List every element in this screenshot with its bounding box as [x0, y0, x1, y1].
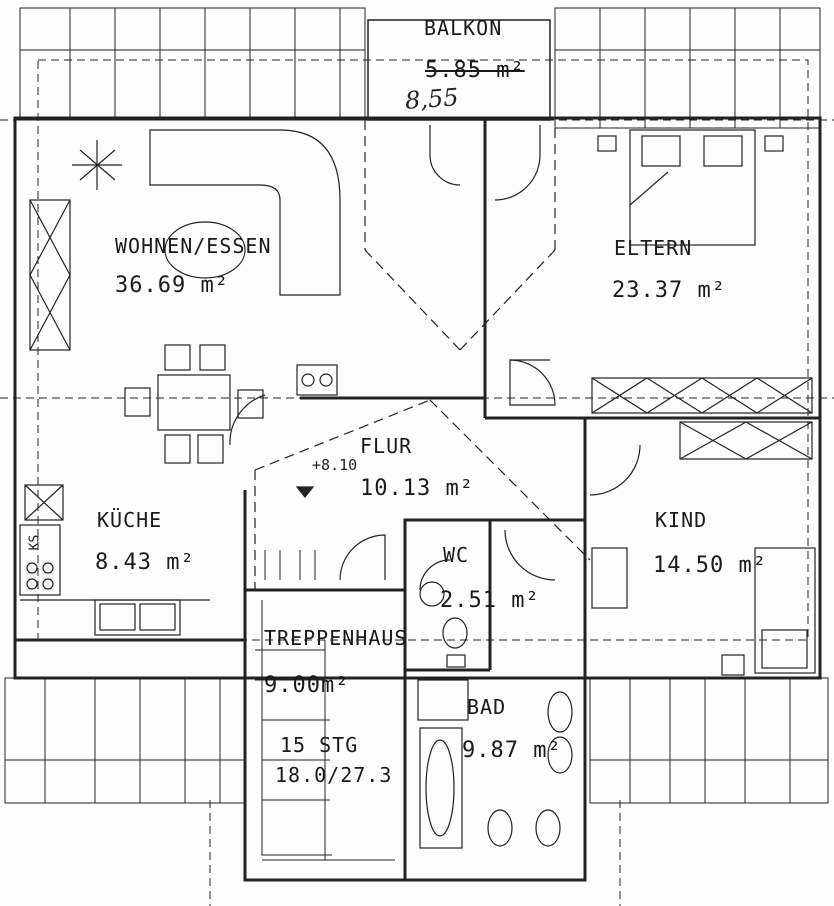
- flur-label: FLUR: [360, 434, 413, 458]
- wohnen-area: 36.69 m²: [115, 273, 229, 298]
- roof-bottom-right: [589, 677, 829, 804]
- wc-label: WC: [443, 543, 470, 567]
- roof-top-left: [19, 7, 366, 121]
- sofa: [149, 129, 341, 296]
- wohnen-label: WOHNEN/ESSEN: [115, 234, 272, 258]
- roof-bottom-left: [4, 677, 246, 804]
- bad-label: BAD: [467, 695, 507, 719]
- balkon-label: BALKON: [424, 16, 503, 40]
- bath-fixtures: [417, 679, 573, 849]
- eltern-label: ELTERN: [614, 236, 693, 260]
- treppenhaus-label: TREPPENHAUS: [264, 626, 408, 650]
- dining-table: [124, 344, 264, 464]
- plant-icon: [72, 140, 122, 190]
- kitchen-counter: [19, 524, 210, 636]
- stairs: [255, 550, 395, 861]
- balkon-handwritten: 8,55: [404, 83, 460, 115]
- bed-eltern: [597, 129, 784, 246]
- rug: [164, 221, 246, 279]
- flur-area: 10.13 m²: [360, 476, 474, 501]
- treppenhaus-ratio: 18.0/27.3: [275, 763, 393, 787]
- wc-area: 2.51 m²: [440, 588, 540, 613]
- bad-area: 9.87 m²: [462, 738, 562, 763]
- door-swings: [229, 125, 641, 591]
- kind-label: KIND: [655, 508, 708, 532]
- cabinet-left: [24, 199, 71, 521]
- chimney: [296, 364, 338, 396]
- flur-level: +8.10: [312, 456, 358, 474]
- eltern-area: 23.37 m²: [612, 278, 726, 303]
- wc-fixtures: [419, 581, 468, 668]
- treppenhaus-steps: 15 STG: [280, 733, 359, 757]
- ks-label: KS: [27, 534, 43, 551]
- kueche-label: KÜCHE: [97, 508, 163, 532]
- balkon-area: 5.85 m²: [425, 58, 525, 83]
- bed-kind: [591, 547, 816, 676]
- wardrobe: [591, 377, 813, 460]
- arrow-down-icon: [295, 486, 315, 498]
- roof-top-right: [554, 7, 821, 129]
- kueche-area: 8.43 m²: [95, 550, 195, 575]
- treppenhaus-area: 9.00m²: [264, 673, 350, 698]
- kind-area: 14.50 m²: [653, 553, 767, 578]
